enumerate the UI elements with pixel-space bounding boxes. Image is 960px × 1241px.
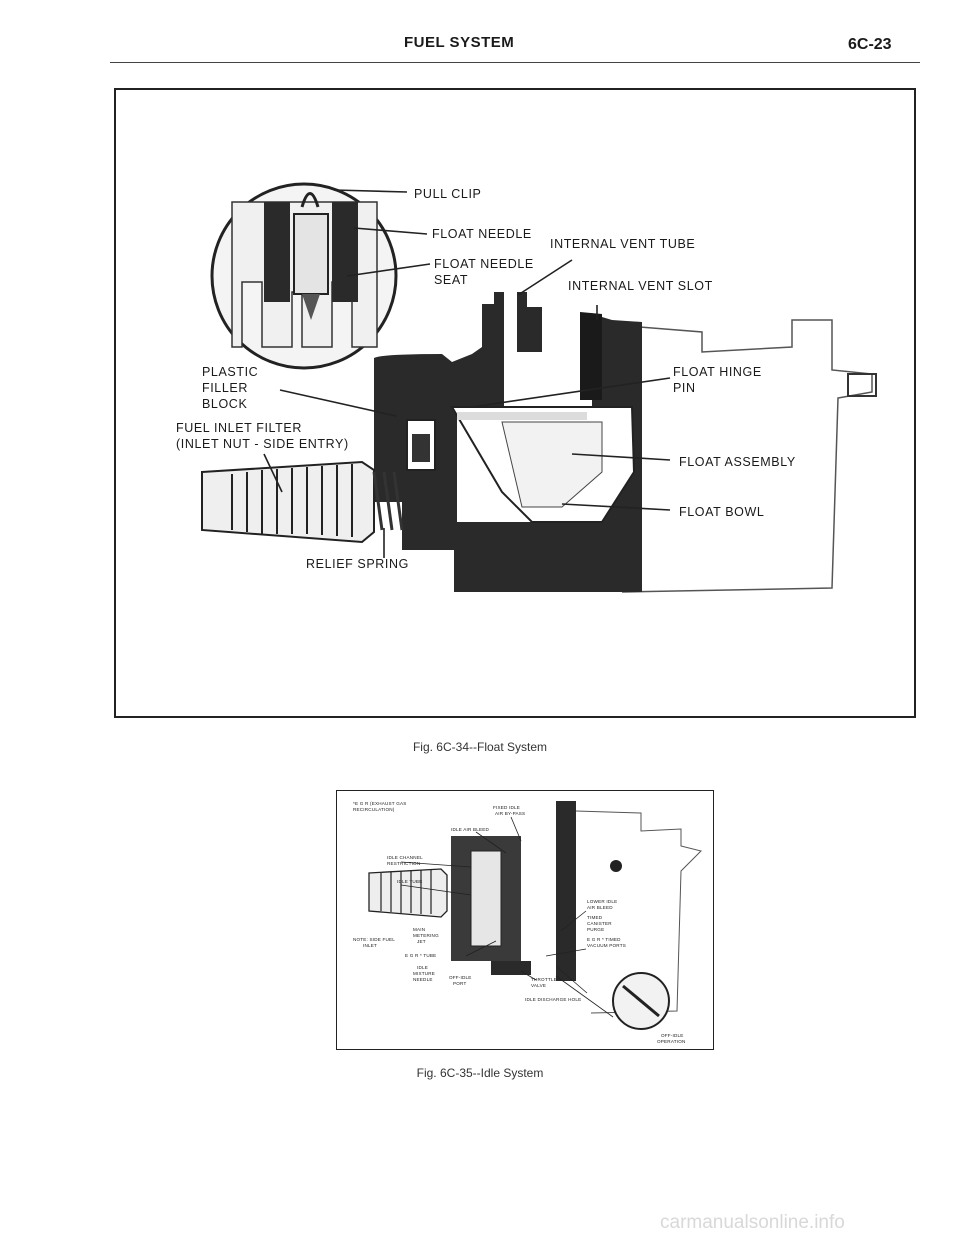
idle-label-timed-3: PURGE — [587, 927, 604, 932]
idle-label-main-1: MAIN — [413, 927, 425, 932]
label-fuel-inlet-1: FUEL INLET FILTER — [176, 421, 302, 435]
label-float-needle-seat-1: FLOAT NEEDLE — [434, 257, 534, 271]
idle-label-offidle-port-1: OFF-IDLE — [449, 975, 472, 980]
float-system-diagram: PULL CLIP FLOAT NEEDLE FLOAT NEEDLE SEAT… — [176, 182, 877, 593]
idle-label-offidle-op-2: OPERATION — [657, 1039, 686, 1044]
label-plastic-2: FILLER — [202, 381, 248, 395]
idle-label-main-3: JET — [417, 939, 426, 944]
idle-label-idle-discharge: IDLE DISCHARGE HOLE — [525, 997, 581, 1002]
idle-label-note-2: INLET — [363, 943, 377, 948]
idle-label-main-2: METERING — [413, 933, 439, 938]
idle-label-throttle-2: VALVE — [531, 983, 546, 988]
idle-label-lower-idle-1: LOWER IDLE — [587, 899, 617, 904]
idle-label-fixed-idle-1: FIXED IDLE — [493, 805, 520, 810]
label-internal-vent-slot: INTERNAL VENT SLOT — [568, 279, 713, 293]
idle-label-idle-mix-3: NEEDLE — [413, 977, 433, 982]
label-internal-vent-tube: INTERNAL VENT TUBE — [550, 237, 695, 251]
idle-label-offidle-op-1: OFF-IDLE — [661, 1033, 684, 1038]
idle-label-egr-2: RECIRCULATION) — [353, 807, 395, 812]
idle-label-egr-timed-1: E G R * TIMED — [587, 937, 621, 942]
figure2-caption: Fig. 6C-35--Idle System — [416, 1066, 544, 1080]
label-fuel-inlet-2: (INLET NUT - SIDE ENTRY) — [176, 437, 349, 451]
label-relief-spring: RELIEF SPRING — [306, 557, 409, 571]
page-number: 6C-23 — [848, 36, 892, 53]
idle-label-idle-tube: IDLE TUBE — [397, 879, 422, 884]
idle-label-idle-mix-1: IDLE — [417, 965, 428, 970]
idle-label-egr-1: *E G R (EXHAUST GAS — [353, 801, 407, 806]
idle-label-timed-2: CANISTER — [587, 921, 612, 926]
idle-system-figure: *E G R (EXHAUST GAS RECIRCULATION) FIXED… — [336, 790, 714, 1050]
idle-label-timed-1: TIMED — [587, 915, 603, 920]
page-header-title: FUEL SYSTEM — [404, 34, 515, 51]
label-plastic-1: PLASTIC — [202, 365, 258, 379]
idle-label-egr-timed-2: VACUUM PORTS — [587, 943, 626, 948]
idle-label-fixed-idle-2: AIR BY-PASS — [495, 811, 525, 816]
idle-system-diagram: *E G R (EXHAUST GAS RECIRCULATION) FIXED… — [353, 801, 702, 1044]
label-float-assembly: FLOAT ASSEMBLY — [679, 455, 796, 469]
idle-label-note-1: NOTE: SIDE FUEL — [353, 937, 395, 942]
idle-label-offidle-port-2: PORT — [453, 981, 466, 986]
idle-label-idle-channel-1: IDLE CHANNEL — [387, 855, 423, 860]
label-float-hinge-1: FLOAT HINGE — [673, 365, 762, 379]
label-pull-clip: PULL CLIP — [414, 187, 481, 201]
idle-label-throttle-1: THROTTLE — [531, 977, 557, 982]
label-plastic-3: BLOCK — [202, 397, 247, 411]
label-float-hinge-2: PIN — [673, 381, 696, 395]
idle-label-egr-tube: E G R * TUBE — [405, 953, 436, 958]
idle-label-idle-air-bleed: IDLE AIR BLEED — [451, 827, 490, 832]
site-watermark: carmanualsonline.info — [660, 1212, 845, 1233]
label-float-bowl: FLOAT BOWL — [679, 505, 764, 519]
figure1-caption: Fig. 6C-34--Float System — [412, 740, 548, 754]
idle-label-lower-idle-2: AIR BLEED — [587, 905, 613, 910]
float-system-figure: PULL CLIP FLOAT NEEDLE FLOAT NEEDLE SEAT… — [114, 88, 916, 718]
idle-label-idle-channel-2: RESTRICTION — [387, 861, 420, 866]
label-float-needle-seat-2: SEAT — [434, 273, 468, 287]
header-rule — [110, 62, 920, 63]
label-float-needle: FLOAT NEEDLE — [432, 227, 532, 241]
idle-label-idle-mix-2: MIXTURE — [413, 971, 435, 976]
